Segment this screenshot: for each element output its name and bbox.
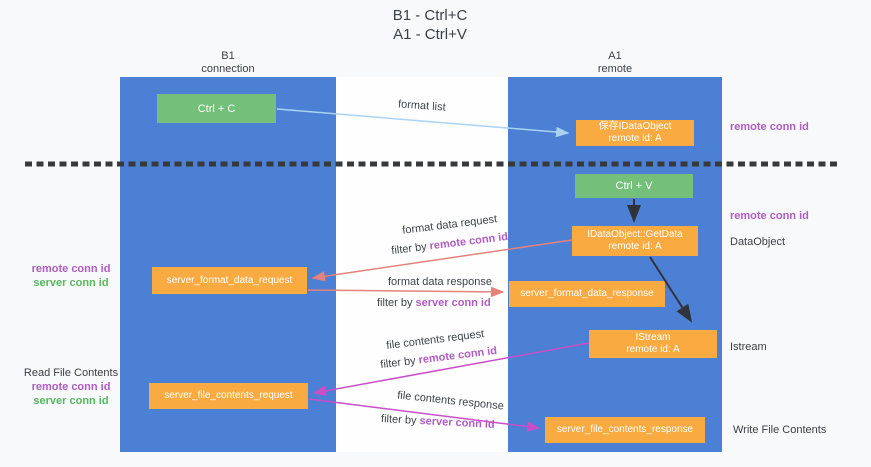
node-save-idataobject-line1: 保存IDataObject (598, 121, 672, 132)
node-file-request-label: server_file_contents_request (164, 390, 293, 401)
node-server-format-data-response: server_format_data_response (509, 281, 665, 307)
filter-by-text: filter by (377, 297, 416, 309)
node-istream-line2: remote id: A (626, 344, 680, 355)
left-remote-conn-id-top: remote conn id (31, 263, 111, 275)
label-format-data-response: format data response (388, 276, 492, 288)
node-getdata-line2: remote id: A (608, 241, 662, 252)
left-conn-id-block-top: remote conn id server conn id (6, 262, 136, 290)
lane-a1-name: A1 (608, 50, 622, 62)
lane-header-b1: B1 connection (120, 50, 336, 76)
node-server-file-contents-request: server_file_contents_request (149, 383, 308, 409)
node-format-request-label: server_format_data_request (166, 274, 293, 286)
left-read-file-contents-label: Read File Contents (23, 367, 119, 379)
node-file-response-label: server_file_contents_response (556, 424, 694, 435)
right-dataobject-label: DataObject (730, 236, 786, 248)
node-idataobject-getdata: IDataObject::GetData remote id: A (572, 226, 698, 256)
node-ctrl-c: Ctrl + C (157, 94, 276, 123)
node-save-idataobject-line2: remote id: A (608, 133, 662, 144)
node-getdata-line1: IDataObject::GetData (587, 229, 683, 240)
filter-by-text: filter by (380, 413, 420, 428)
node-ctrl-v: Ctrl + V (575, 174, 693, 198)
right-remote-conn-id-top: remote conn id (730, 121, 809, 133)
right-istream-label: Istream (730, 341, 767, 353)
node-save-idataobject: 保存IDataObject remote id: A (576, 120, 694, 146)
title-line-1: B1 - Ctrl+C (392, 7, 468, 24)
left-server-conn-id-bottom: server conn id (33, 395, 109, 407)
node-istream: IStream remote id: A (589, 330, 717, 358)
left-server-conn-id-top: server conn id (33, 277, 109, 289)
title-line-2: A1 - Ctrl+V (393, 26, 467, 43)
lane-b1-subtitle: connection (201, 63, 255, 75)
node-format-response-label: server_format_data_response (520, 288, 654, 299)
right-remote-conn-id-mid: remote conn id (730, 210, 809, 222)
node-server-file-contents-response: server_file_contents_response (545, 417, 705, 443)
lane-a1-subtitle: remote (597, 63, 633, 75)
label-format-response-filter: filter by server conn id (377, 297, 491, 309)
node-server-format-data-request: server_format_data_request (152, 267, 307, 294)
diagram-title: B1 - Ctrl+C A1 - Ctrl+V (280, 6, 580, 44)
node-ctrl-v-label: Ctrl + V (615, 180, 653, 192)
lane-header-a1: A1 remote (508, 50, 722, 76)
left-remote-conn-id-bottom: remote conn id (31, 381, 111, 393)
left-conn-id-block-bottom: Read File Contents remote conn id server… (6, 366, 136, 408)
node-istream-line1: IStream (635, 332, 671, 343)
lane-b1-name: B1 (221, 50, 235, 62)
filter-server-conn-id: server conn id (415, 297, 491, 309)
node-ctrl-c-label: Ctrl + C (197, 102, 236, 115)
right-write-file-contents-label: Write File Contents (733, 424, 827, 436)
